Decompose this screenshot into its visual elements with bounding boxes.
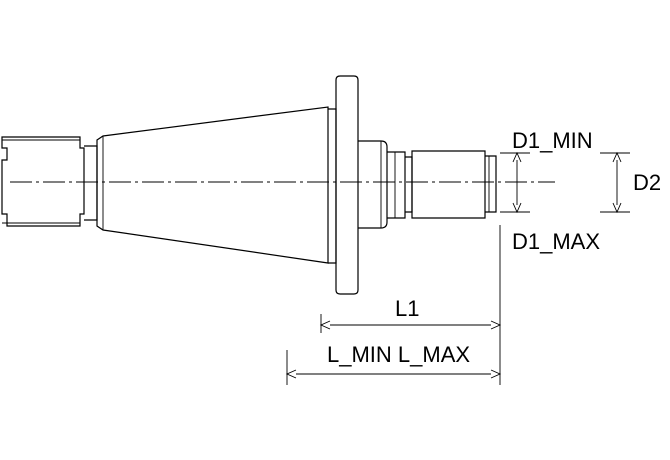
chuck-body [358, 140, 413, 229]
l1-dimension [319, 225, 502, 385]
d1-max-label: D1_MAX [512, 229, 600, 254]
d1-min-label: D1_MIN [512, 128, 593, 153]
collet-nut [411, 150, 497, 219]
d2-label: D2 [633, 170, 661, 195]
flange [328, 75, 359, 295]
d2-dimension [600, 151, 630, 214]
l-min-max-dimension [285, 350, 502, 385]
l-min-l-max-label: L_MIN L_MAX [327, 342, 470, 367]
d1-dimension [500, 151, 530, 214]
pull-stud [1, 136, 85, 227]
l1-label: L1 [395, 296, 419, 321]
stud-neck [84, 145, 98, 221]
taper-cone [96, 106, 329, 264]
